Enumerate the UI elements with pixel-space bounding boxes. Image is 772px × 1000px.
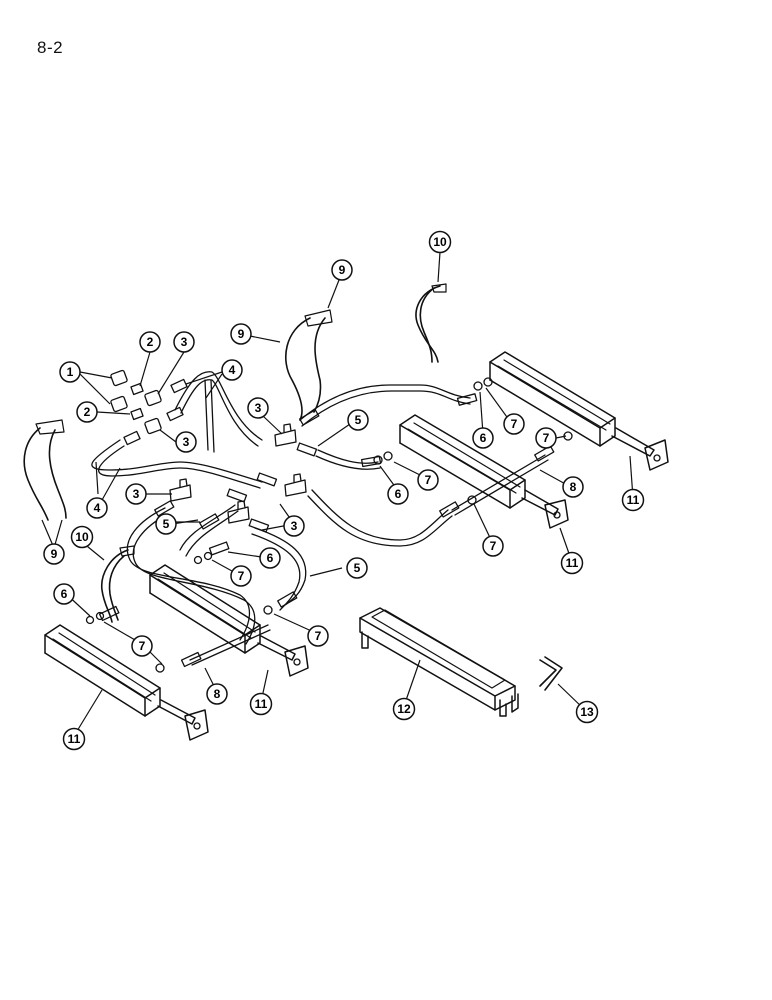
callout-9: 9 xyxy=(331,259,353,281)
callout-7: 7 xyxy=(230,565,252,587)
svg-text:9: 9 xyxy=(51,547,58,561)
callout-5: 5 xyxy=(346,557,368,579)
svg-text:10: 10 xyxy=(75,530,89,544)
callout-10: 10 xyxy=(428,230,452,254)
hex-key-13 xyxy=(539,656,563,691)
svg-text:10: 10 xyxy=(433,235,447,249)
svg-text:3: 3 xyxy=(255,401,262,415)
callout-6: 6 xyxy=(53,583,75,605)
callout-13: 13 xyxy=(575,700,599,724)
svg-text:4: 4 xyxy=(229,363,236,377)
svg-text:9: 9 xyxy=(238,327,245,341)
svg-text:1: 1 xyxy=(67,365,74,379)
callout-10: 10 xyxy=(70,525,94,549)
callout-3: 3 xyxy=(125,483,147,505)
callout-11: 11 xyxy=(62,727,86,751)
svg-text:8: 8 xyxy=(214,687,221,701)
svg-text:11: 11 xyxy=(627,493,640,507)
callout-11: 11 xyxy=(621,488,645,512)
svg-text:6: 6 xyxy=(395,487,402,501)
callout-2: 2 xyxy=(139,331,161,353)
cylinder-middle-left xyxy=(149,564,309,677)
callout-6: 6 xyxy=(472,427,494,449)
callout-6: 6 xyxy=(387,483,409,505)
callout-8: 8 xyxy=(562,476,584,498)
svg-text:7: 7 xyxy=(425,473,432,487)
svg-text:7: 7 xyxy=(511,417,518,431)
svg-text:6: 6 xyxy=(61,587,68,601)
svg-text:2: 2 xyxy=(147,335,154,349)
svg-text:7: 7 xyxy=(543,431,550,445)
svg-text:3: 3 xyxy=(181,335,188,349)
svg-text:4: 4 xyxy=(94,501,101,515)
callout-5: 5 xyxy=(155,513,177,535)
svg-text:13: 13 xyxy=(580,705,594,719)
svg-text:11: 11 xyxy=(68,732,81,746)
svg-text:7: 7 xyxy=(238,569,245,583)
callouts: 1 2 3 4 2 3 4 3 5 9 9 10 3 5 6 7 7 6 7 8… xyxy=(43,230,645,751)
cylinder-middle-right xyxy=(399,414,569,529)
svg-text:5: 5 xyxy=(163,517,170,531)
hose-straps xyxy=(23,283,447,623)
callout-12: 12 xyxy=(392,697,416,721)
callout-1: 1 xyxy=(59,361,81,383)
svg-text:3: 3 xyxy=(183,435,190,449)
callout-11: 11 xyxy=(560,551,584,575)
callout-3: 3 xyxy=(173,331,195,353)
svg-text:5: 5 xyxy=(355,413,362,427)
callout-5: 5 xyxy=(347,409,369,431)
frame-beam-12 xyxy=(359,607,519,717)
cylinder-lower-left xyxy=(44,624,209,741)
callout-3: 3 xyxy=(247,397,269,419)
callout-7: 7 xyxy=(503,413,525,435)
svg-text:9: 9 xyxy=(339,263,346,277)
svg-text:5: 5 xyxy=(354,561,361,575)
callout-11: 11 xyxy=(249,692,273,716)
cylinder-upper-right xyxy=(489,351,669,471)
svg-text:2: 2 xyxy=(84,405,91,419)
callout-7: 7 xyxy=(417,469,439,491)
svg-text:8: 8 xyxy=(570,480,577,494)
svg-text:6: 6 xyxy=(267,551,274,565)
callout-2: 2 xyxy=(76,401,98,423)
callout-6: 6 xyxy=(259,547,281,569)
svg-text:6: 6 xyxy=(480,431,487,445)
svg-text:7: 7 xyxy=(139,639,146,653)
svg-text:3: 3 xyxy=(133,487,140,501)
callout-9: 9 xyxy=(230,323,252,345)
svg-text:7: 7 xyxy=(315,629,322,643)
callout-3: 3 xyxy=(175,431,197,453)
callout-3: 3 xyxy=(283,515,305,537)
callout-7: 7 xyxy=(131,635,153,657)
callout-8: 8 xyxy=(206,683,228,705)
svg-text:12: 12 xyxy=(397,702,411,716)
callout-7: 7 xyxy=(307,625,329,647)
svg-text:11: 11 xyxy=(566,556,579,570)
svg-text:3: 3 xyxy=(291,519,298,533)
callout-9: 9 xyxy=(43,543,65,565)
page-number: 8-2 xyxy=(37,38,64,57)
fittings xyxy=(85,369,573,673)
svg-text:7: 7 xyxy=(490,539,497,553)
callout-4: 4 xyxy=(86,497,108,519)
callout-4: 4 xyxy=(221,359,243,381)
svg-text:11: 11 xyxy=(255,697,268,711)
callout-7: 7 xyxy=(535,427,557,449)
callout-7: 7 xyxy=(482,535,504,557)
